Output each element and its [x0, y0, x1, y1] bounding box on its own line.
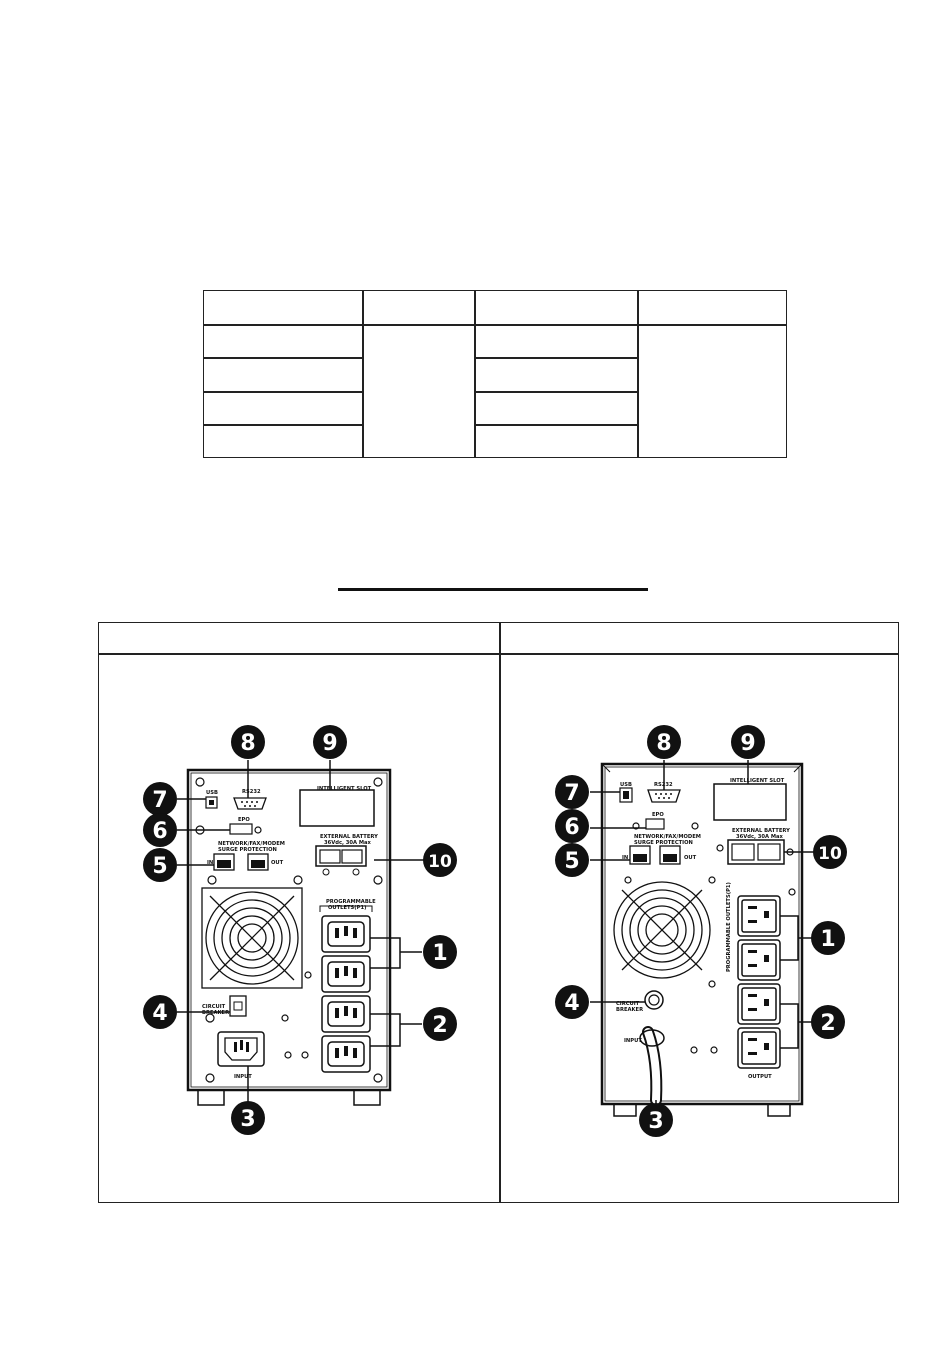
callout-1: 1 [811, 921, 845, 955]
ext-battery-label: EXTERNAL BATTERY [320, 834, 378, 840]
table-col-divider [474, 291, 476, 457]
callout-6: 6 [143, 813, 177, 847]
table-col-divider [637, 291, 639, 457]
svg-text:4: 4 [564, 991, 579, 1016]
svg-text:4: 4 [152, 1001, 167, 1026]
input-label: INPUT [624, 1038, 642, 1044]
usb-label: USB [620, 782, 632, 788]
svg-text:9: 9 [322, 731, 337, 756]
callout-4: 4 [555, 985, 589, 1019]
callout-5: 5 [143, 848, 177, 882]
epo-label: EPO [238, 817, 250, 823]
callout-4: 4 [143, 995, 177, 1029]
svg-text:3: 3 [240, 1107, 255, 1132]
callout-2: 2 [811, 1005, 845, 1039]
callout-3: 3 [639, 1103, 673, 1137]
svg-text:2: 2 [820, 1011, 835, 1036]
table-row-divider [204, 391, 362, 393]
table-row-divider [204, 357, 362, 359]
output-label: OUTPUT [748, 1074, 772, 1080]
callout-5: 5 [555, 843, 589, 877]
out-label: OUT [271, 860, 284, 866]
svg-text:1: 1 [820, 927, 835, 952]
rear-panel-figure-table [98, 622, 899, 1203]
svg-text:1: 1 [432, 941, 447, 966]
callout-9: 9 [313, 725, 347, 759]
out-label: OUT [684, 855, 697, 861]
callout-9: 9 [731, 725, 765, 759]
fan-icon [201, 887, 303, 989]
svg-text:8: 8 [240, 731, 255, 756]
right-rear-panel-diagram: USB RS232 INTELLIGENT SLOT EPO NETWORK/F… [555, 725, 847, 1137]
fan-icon [613, 881, 711, 979]
breaker-label: BREAKER [202, 1010, 229, 1016]
network-label: NETWORK/FAX/MODEM [634, 834, 701, 840]
table-row-divider [474, 424, 637, 426]
svg-text:5: 5 [152, 854, 167, 879]
circuit-label: CIRCUIT [616, 1001, 640, 1007]
circuit-label: CIRCUIT [202, 1004, 226, 1010]
svg-text:10: 10 [818, 844, 842, 864]
surge-label: SURGE PROTECTION [634, 840, 693, 846]
epo-label: EPO [652, 812, 664, 818]
svg-text:10: 10 [428, 852, 452, 872]
spec-table [203, 290, 787, 458]
surge-label: SURGE PROTECTION [218, 847, 277, 853]
svg-text:8: 8 [656, 731, 671, 756]
programmable-label: PROGRAMMABLE [326, 899, 376, 905]
in-label: IN [207, 860, 213, 866]
breaker-label: BREAKER [616, 1007, 643, 1013]
callout-1: 1 [423, 935, 457, 969]
callout-7: 7 [555, 775, 589, 809]
input-label: INPUT [234, 1074, 252, 1080]
svg-text:5: 5 [564, 849, 579, 874]
figure-header-divider [99, 653, 898, 655]
callout-10: 10 [813, 835, 847, 869]
table-col-divider [362, 291, 364, 457]
table-row-divider [204, 324, 786, 326]
outlets-label: OUTLETS(P1) [328, 905, 366, 911]
callout-10: 10 [423, 843, 457, 877]
callout-8: 8 [647, 725, 681, 759]
svg-text:7: 7 [152, 788, 167, 813]
svg-text:3: 3 [648, 1109, 663, 1134]
ext-battery-label: EXTERNAL BATTERY [732, 828, 790, 834]
callout-3: 3 [231, 1101, 265, 1135]
in-label: IN [622, 855, 628, 861]
svg-text:6: 6 [564, 815, 579, 840]
intelligent-slot-label: INTELLIGENT SLOT [317, 786, 372, 792]
table-row-divider [204, 424, 362, 426]
figure-column-divider [499, 623, 501, 1202]
programmable-label: PROGRAMMABLE OUTLETS(P1) [726, 882, 732, 972]
usb-label: USB [206, 790, 218, 796]
rs232-label: RS232 [242, 789, 261, 795]
network-label: NETWORK/FAX/MODEM [218, 841, 285, 847]
ext-battery-rating-label: 36Vdc, 30A Max [736, 834, 784, 840]
svg-text:2: 2 [432, 1013, 447, 1038]
callout-6: 6 [555, 809, 589, 843]
left-rear-panel-diagram: USB RS232 INTELLIGENT SLOT EPO NETWORK/F… [143, 725, 457, 1135]
callout-8: 8 [231, 725, 265, 759]
table-row-divider [474, 391, 637, 393]
svg-text:6: 6 [152, 819, 167, 844]
intelligent-slot-label: INTELLIGENT SLOT [730, 778, 785, 784]
ext-battery-rating-label: 36Vdc, 30A Max [324, 840, 372, 846]
svg-text:7: 7 [564, 781, 579, 806]
svg-text:9: 9 [740, 731, 755, 756]
table-row-divider [474, 357, 637, 359]
callout-7: 7 [143, 782, 177, 816]
section-heading-underline [338, 588, 648, 591]
callout-2: 2 [423, 1007, 457, 1041]
